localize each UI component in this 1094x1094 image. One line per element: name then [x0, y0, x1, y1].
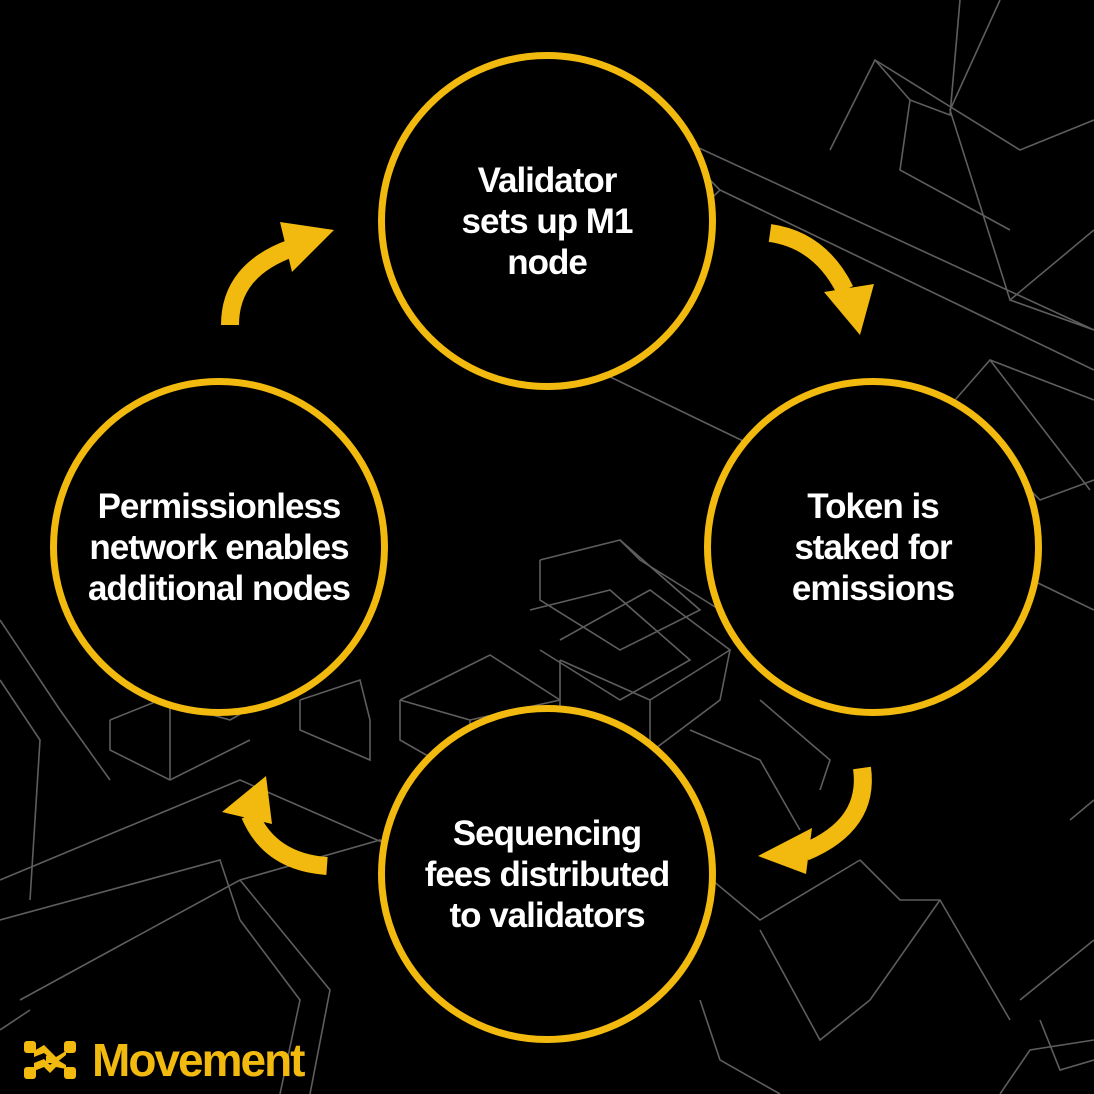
brand-name: Movement: [92, 1034, 305, 1086]
node-label-permissionless: Permissionless network enables additiona…: [87, 486, 351, 608]
arrow-validator-to-token: [768, 224, 854, 295]
node-token: Token is staked for emissions: [704, 378, 1042, 716]
arrow-permissionless-to-validator: [221, 239, 296, 326]
arrowhead-4: [280, 222, 334, 272]
node-label-validator: Validator sets up M1 node: [461, 160, 634, 282]
node-sequencing: Sequencing fees distributed to validator…: [378, 705, 716, 1043]
node-validator: Validator sets up M1 node: [378, 52, 716, 390]
arrow-sequencing-to-permissionless: [241, 811, 328, 875]
arrowhead-1: [824, 284, 874, 335]
brand-logo: Movement: [22, 1030, 305, 1090]
movement-logo-icon: [24, 1041, 76, 1079]
arrowhead-3: [222, 776, 272, 824]
arrow-token-to-sequencing: [801, 766, 872, 861]
node-permissionless: Permissionless network enables additiona…: [50, 378, 388, 716]
arrowhead-2: [758, 828, 812, 874]
node-label-sequencing: Sequencing fees distributed to validator…: [424, 813, 671, 935]
node-label-token: Token is staked for emissions: [791, 486, 955, 608]
